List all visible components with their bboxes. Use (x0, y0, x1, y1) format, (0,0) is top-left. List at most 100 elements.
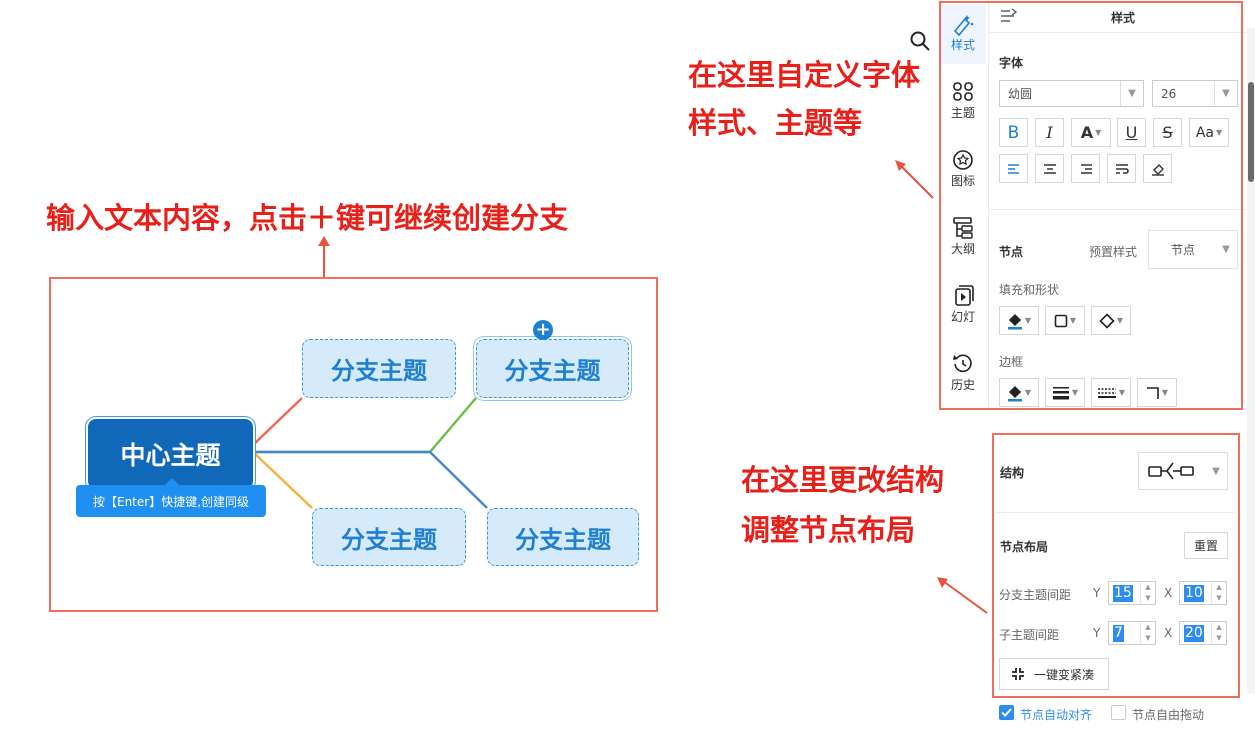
style-panel-title: 样式 (1111, 11, 1136, 25)
sub-x-input[interactable]: 20 ▲▼ (1179, 621, 1227, 645)
bold-label: B (1007, 122, 1020, 143)
shape-style-button[interactable]: ▼ (1091, 306, 1131, 335)
branch-y-label: Y (1093, 586, 1101, 600)
sub-spacing-label: 子主题间距 (999, 628, 1060, 642)
underline-button[interactable]: U (1117, 118, 1146, 147)
style-brush-icon (953, 15, 974, 36)
free-drag-label[interactable]: 节点自由拖动 (1132, 708, 1205, 722)
fill-color-button[interactable]: ▼ (999, 306, 1039, 335)
history-icon (953, 354, 972, 373)
structure-divider (995, 512, 1235, 513)
add-branch-button[interactable]: + (533, 320, 553, 340)
sidebar-item-theme[interactable]: 主题 (940, 72, 986, 132)
sidebar-item-label: 幻灯 (950, 310, 975, 324)
panel-divider (988, 0, 989, 410)
sidebar-item-icon[interactable]: 图标 (940, 140, 986, 200)
scrollbar-thumb[interactable] (1248, 82, 1254, 182)
reset-button[interactable]: 重置 (1184, 532, 1228, 559)
paint-bucket-icon (1007, 313, 1022, 329)
stepper-arrows-icon[interactable]: ▲▼ (1211, 582, 1226, 604)
outline-icon (953, 217, 973, 239)
sidebar-item-history[interactable]: 历史 (940, 344, 986, 404)
sidebar-item-label: 大纲 (950, 242, 975, 256)
preset-style-value: 节点 (1171, 243, 1196, 257)
sidebar-item-outline[interactable]: 大纲 (940, 208, 986, 268)
sub-y-value: 7 (1113, 625, 1124, 642)
stepper-arrows-icon[interactable]: ▲▼ (1140, 582, 1155, 604)
clear-format-button[interactable] (1143, 154, 1172, 183)
branch-y-value: 15 (1113, 585, 1133, 602)
align-right-icon (1080, 163, 1092, 174)
annotation-arrow-up-icon (318, 236, 330, 278)
auto-align-checkbox[interactable] (999, 705, 1014, 720)
annotation-box-mindmap (49, 277, 658, 612)
border-width-button[interactable]: ▼ (1045, 378, 1085, 407)
collapse-panel-icon[interactable] (1000, 8, 1018, 22)
shape-button[interactable]: ▼ (1045, 306, 1085, 335)
annotation-text-structure-line2: 调整节点布局 (741, 513, 916, 547)
font-size-select[interactable]: 26 ▼ (1152, 80, 1238, 107)
node-layout-label: 节点布局 (1000, 540, 1049, 554)
annotation-text-font-line1: 在这里自定义字体 (688, 58, 921, 92)
sub-y-input[interactable]: 7 ▲▼ (1108, 621, 1156, 645)
free-drag-checkbox[interactable] (1111, 705, 1126, 720)
emoji-icon (953, 150, 973, 170)
align-center-button[interactable] (1035, 154, 1064, 183)
bold-button[interactable]: B (999, 118, 1028, 147)
sidebar-item-label: 样式 (950, 38, 975, 52)
text-case-button[interactable]: Aa▼ (1189, 118, 1229, 147)
paint-bucket-icon (1007, 385, 1022, 401)
text-wrap-icon (1115, 163, 1129, 174)
font-size-value: 26 (1161, 86, 1177, 101)
font-section-label: 字体 (999, 56, 1024, 70)
align-left-button[interactable] (999, 154, 1028, 183)
branch-topic-node[interactable]: 分支主题 (487, 508, 639, 566)
central-topic-node[interactable]: 中心主题 (88, 419, 253, 489)
font-family-select[interactable]: 幼圆 ▼ (999, 80, 1144, 107)
font-color-button[interactable]: A▼ (1071, 118, 1111, 147)
stepper-arrows-icon[interactable]: ▲▼ (1211, 622, 1226, 644)
sidebar-item-label: 图标 (950, 174, 975, 188)
style-panel (988, 0, 1255, 410)
underline-label: U (1125, 123, 1138, 142)
branch-x-input[interactable]: 10 ▲▼ (1179, 581, 1227, 605)
stepper-arrows-icon[interactable]: ▲▼ (1140, 622, 1155, 644)
strikethrough-button[interactable]: S (1153, 118, 1182, 147)
corner-style-button[interactable]: ▼ (1137, 378, 1177, 407)
compress-icon (1012, 668, 1024, 680)
diamond-shape-icon (1099, 312, 1115, 329)
border-style-button[interactable]: ▼ (1091, 378, 1131, 407)
auto-align-label[interactable]: 节点自动对齐 (1020, 708, 1093, 722)
align-right-button[interactable] (1071, 154, 1100, 183)
preset-style-label: 预置样式 (1089, 245, 1138, 259)
font-color-label: A (1080, 123, 1094, 142)
border-color-button[interactable]: ▼ (999, 378, 1039, 407)
sidebar: 样式 主题 图标 大纲 幻灯 (940, 0, 988, 410)
sidebar-item-slides[interactable]: 幻灯 (940, 276, 986, 336)
annotation-text-input-hint: 输入文本内容，点击＋键可继续创建分支 (46, 201, 569, 235)
corner-icon (1146, 386, 1159, 399)
chevron-down-icon: ▼ (1212, 465, 1220, 477)
checkmark-icon (1001, 708, 1012, 717)
sidebar-item-label: 主题 (950, 106, 975, 120)
text-wrap-button[interactable] (1107, 154, 1136, 183)
branch-topic-node[interactable]: 分支主题 (302, 339, 456, 398)
sidebar-item-style[interactable]: 样式 (940, 4, 986, 64)
annotation-box-structure-panel (992, 433, 1240, 698)
branch-topic-node[interactable]: 分支主题 (312, 508, 466, 566)
structure-select[interactable]: ▼ (1138, 452, 1228, 490)
branch-topic-node-selected[interactable]: 分支主题 (476, 339, 629, 398)
dashed-line-icon (1097, 387, 1116, 398)
preset-style-select[interactable]: 节点 ▼ (1148, 230, 1238, 269)
italic-button[interactable]: I (1035, 118, 1064, 147)
structure-logic-icon (1148, 462, 1194, 480)
branch-y-input[interactable]: 15 ▲▼ (1108, 581, 1156, 605)
branch-x-label: X (1164, 586, 1173, 600)
search-icon[interactable] (909, 30, 931, 52)
branch-x-value: 10 (1184, 585, 1204, 602)
line-width-icon (1052, 386, 1069, 399)
annotation-text-structure-line1: 在这里更改结构 (741, 463, 945, 497)
compact-layout-label: 一键变紧凑 (1034, 667, 1095, 682)
compact-layout-button[interactable]: 一键变紧凑 (999, 658, 1109, 690)
scrollbar-track[interactable] (1247, 28, 1255, 694)
